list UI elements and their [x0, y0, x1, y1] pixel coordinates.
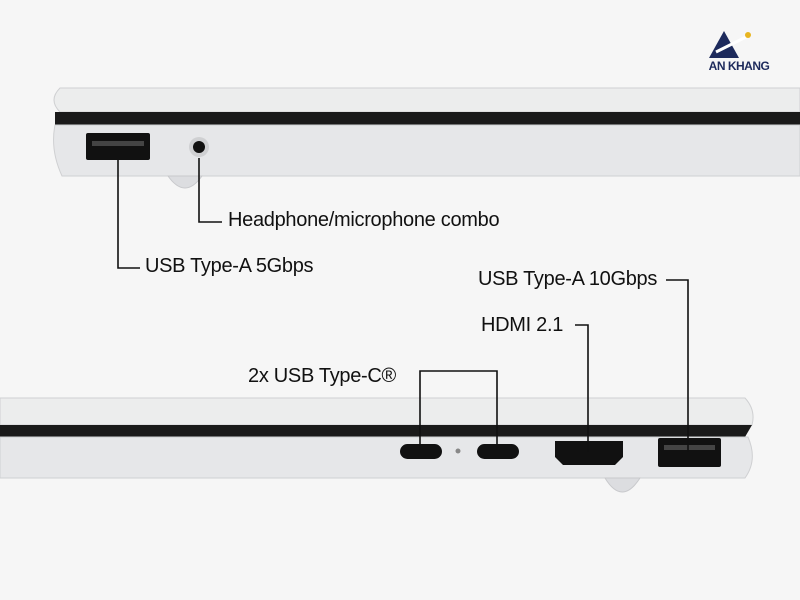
laptop-left-side [53, 87, 800, 189]
usb-a-port-right [658, 438, 721, 467]
usb-c-port-2 [477, 444, 519, 459]
label-hdmi: HDMI 2.1 [481, 314, 564, 336]
brand-name: AN KHANG [708, 59, 770, 73]
laptop-right-side [0, 397, 754, 493]
an-khang-logo-mark [709, 31, 751, 58]
usb-a-port-left [86, 133, 150, 160]
usb-c-port-1 [400, 444, 442, 459]
label-usb-a-5gbps: USB Type-A 5Gbps [145, 255, 314, 277]
rubber-foot [604, 477, 641, 493]
hdmi-port [555, 441, 623, 465]
brand-logo: AN KHANG [694, 22, 784, 73]
rubber-foot [167, 175, 203, 189]
label-usb-c: 2x USB Type-C® [248, 365, 396, 387]
label-usb-a-10gbps: USB Type-A 10Gbps [478, 268, 658, 290]
leader-lines [117, 158, 689, 452]
label-headphone-combo: Headphone/microphone combo [228, 209, 500, 231]
